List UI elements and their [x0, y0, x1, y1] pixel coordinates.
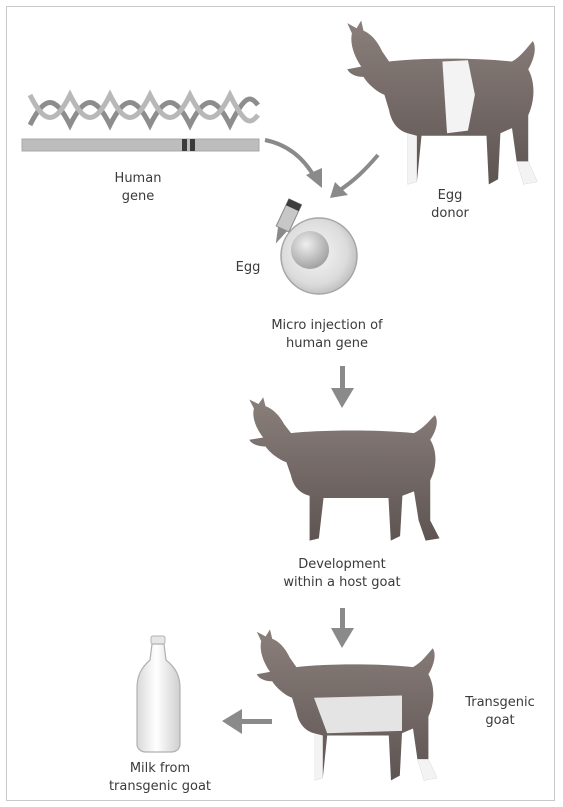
- gene-bar: [22, 139, 259, 151]
- label-egg-donor-line1: Egg: [420, 187, 480, 205]
- label-egg: Egg: [226, 259, 270, 277]
- label-micro-injection-line1: Micro injection of: [252, 317, 402, 335]
- egg-cell-icon: [269, 199, 357, 294]
- arrow-to-milk: [222, 709, 272, 734]
- label-transgenic-line2: goat: [450, 712, 550, 730]
- label-egg-text: Egg: [226, 259, 270, 277]
- host-goat-icon: [249, 397, 439, 540]
- label-human-gene: Human gene: [103, 170, 173, 206]
- label-development-line2: within a host goat: [262, 574, 422, 592]
- label-transgenic-line1: Transgenic: [450, 694, 550, 712]
- arrow-gene-to-egg: [265, 140, 322, 188]
- arrow-down-2: [331, 608, 354, 648]
- label-development-line1: Development: [262, 556, 422, 574]
- label-transgenic-goat: Transgenic goat: [450, 694, 550, 730]
- dna-helix-icon: [30, 95, 258, 125]
- label-egg-donor: Egg donor: [420, 187, 480, 223]
- label-development: Development within a host goat: [262, 556, 422, 592]
- arrow-down-1: [331, 366, 354, 408]
- label-micro-injection: Micro injection of human gene: [252, 317, 402, 353]
- label-human-gene-line2: gene: [103, 188, 173, 206]
- arrow-donor-to-egg: [330, 155, 378, 198]
- label-milk-line2: transgenic goat: [90, 778, 230, 796]
- label-human-gene-line1: Human: [103, 170, 173, 188]
- label-milk: Milk from transgenic goat: [90, 760, 230, 796]
- label-egg-donor-line2: donor: [420, 205, 480, 223]
- label-milk-line1: Milk from: [90, 760, 230, 778]
- milk-bottle-icon: [137, 636, 180, 752]
- transgenic-goat-icon: [257, 629, 437, 780]
- label-micro-injection-line2: human gene: [252, 335, 402, 353]
